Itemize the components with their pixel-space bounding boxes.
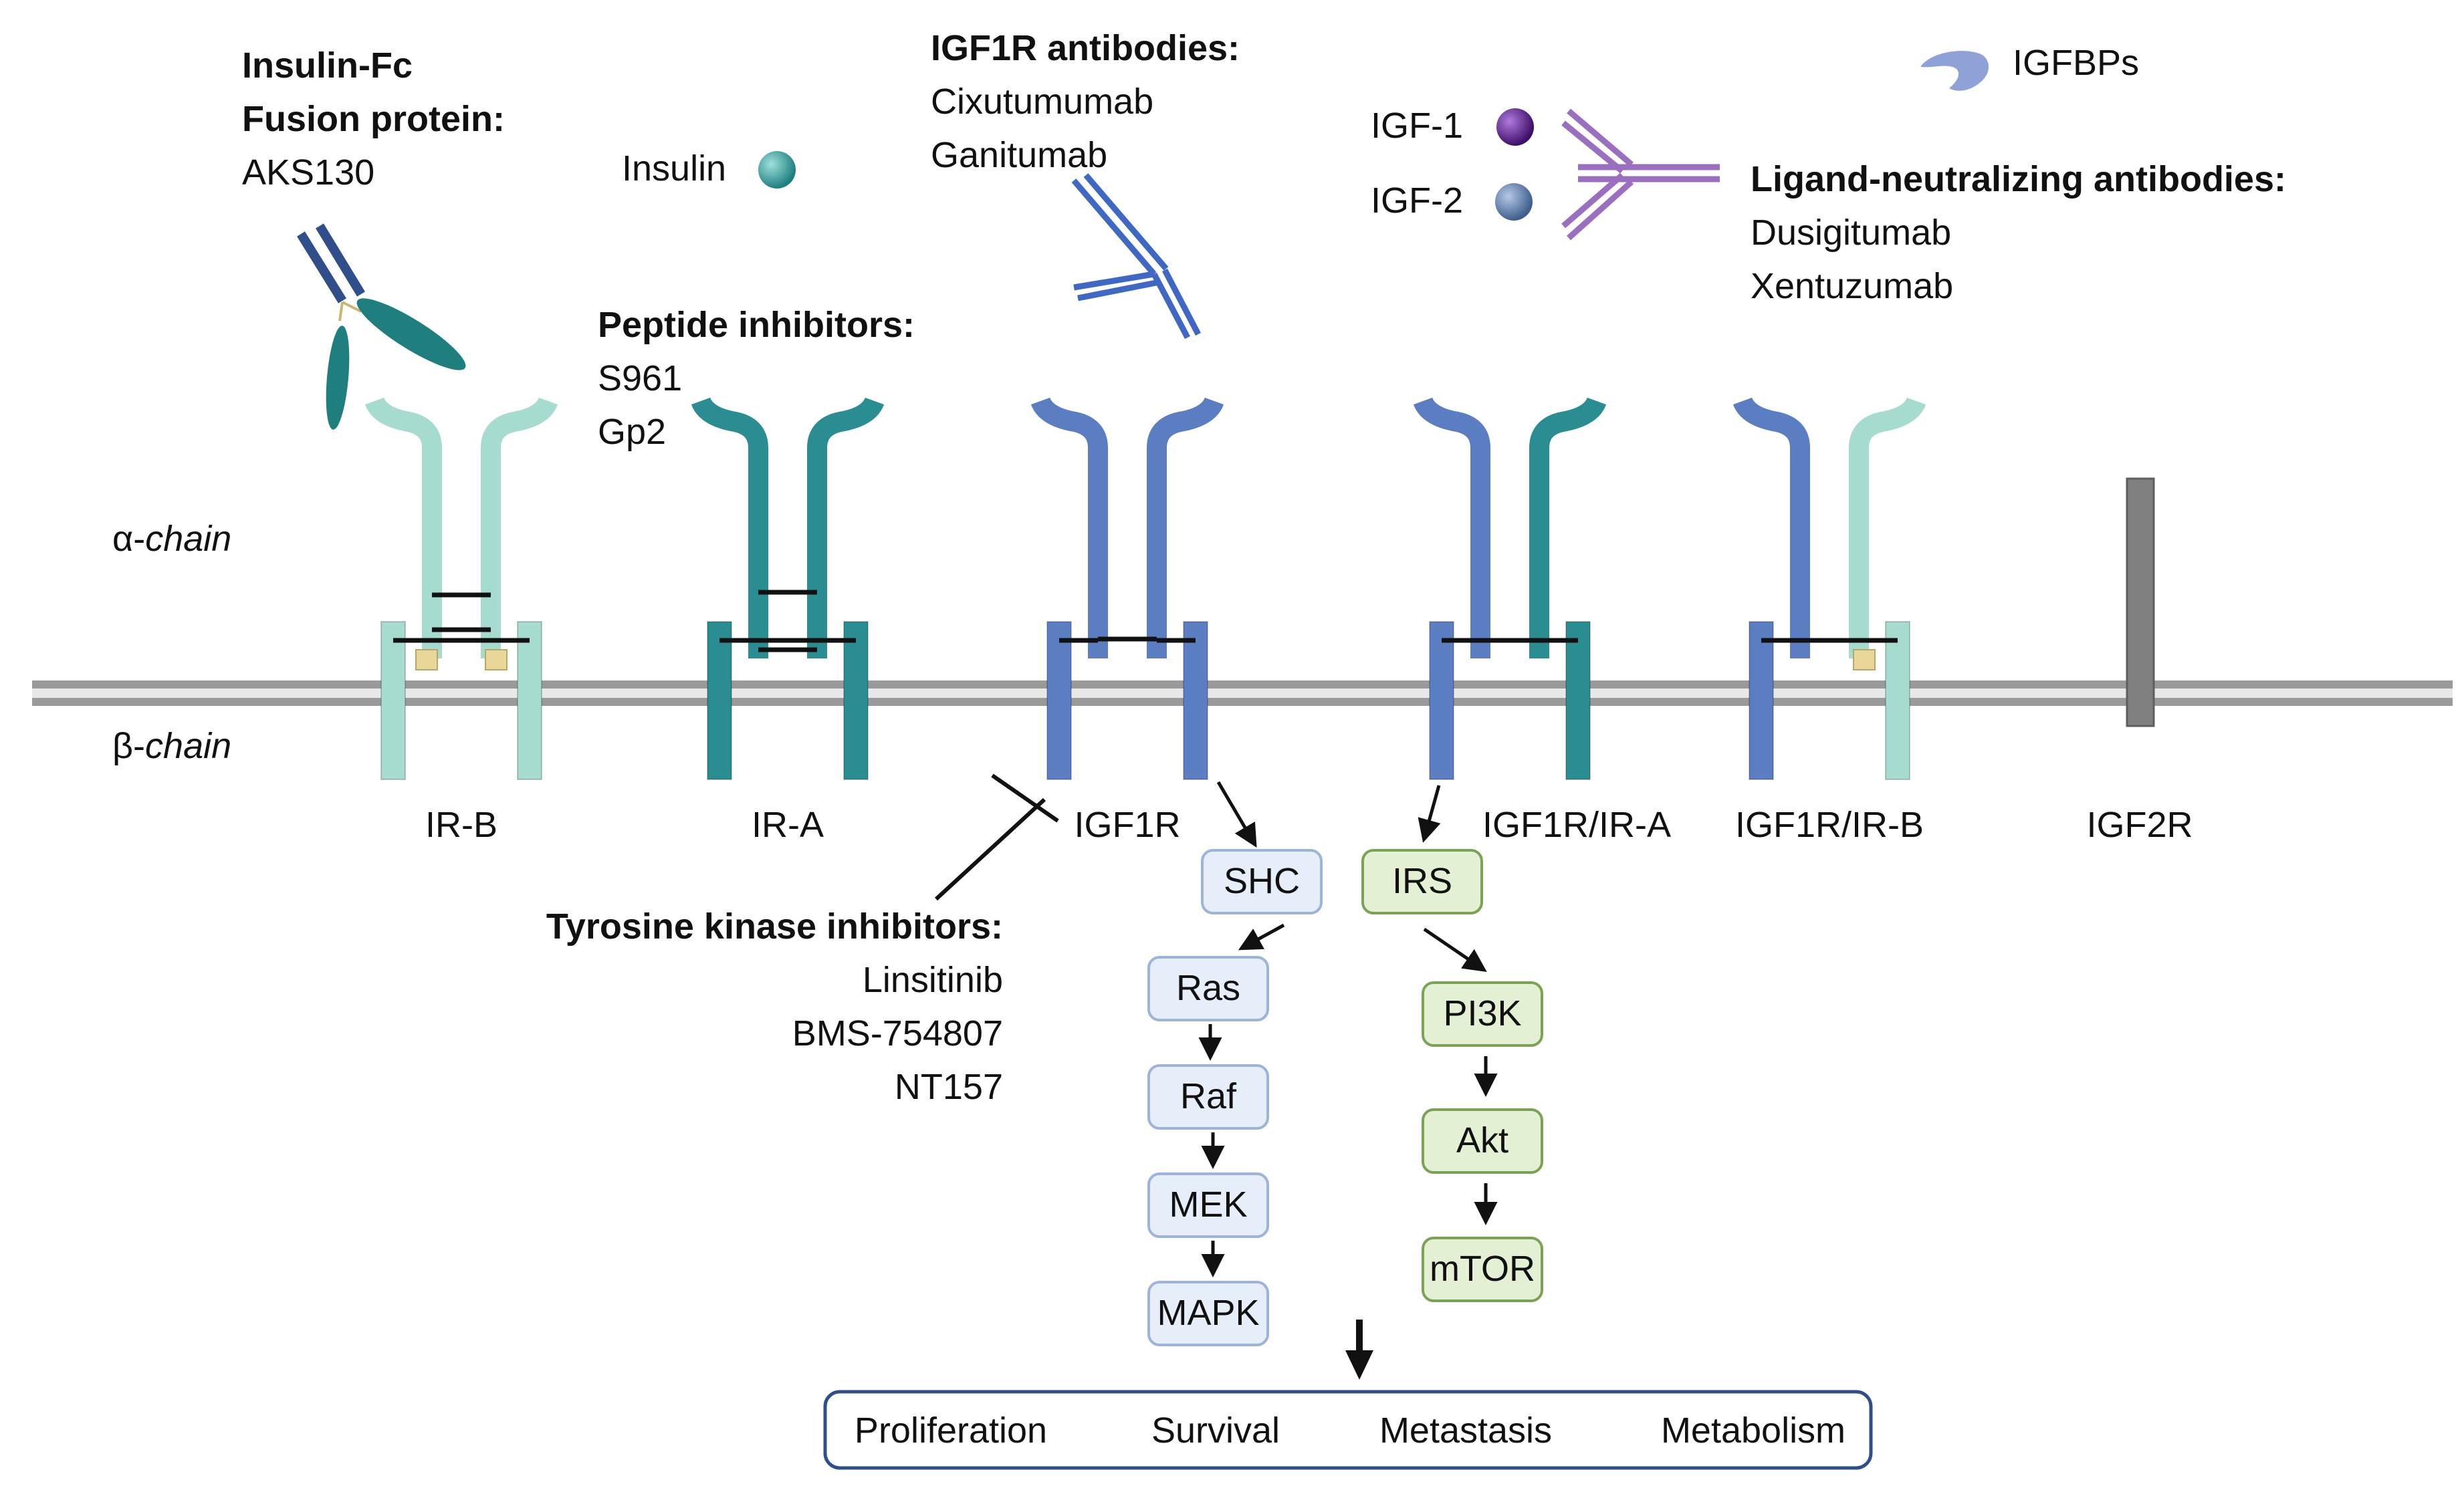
beta-chain — [707, 621, 732, 780]
igf1r-to-shc-arrow-icon — [1216, 781, 1257, 848]
akt-label: Akt — [1456, 1120, 1508, 1160]
igf2-label: IGF-2 — [1371, 180, 1463, 221]
peptide-inhibitor-item: S961 — [598, 358, 682, 398]
igf1-ligand-icon — [1496, 108, 1534, 146]
igfbps-label: IGFBPs — [2013, 43, 2139, 83]
down-arrow-icon — [1345, 1320, 1373, 1380]
irs-box — [1361, 849, 1483, 914]
beta-chain — [1885, 621, 1910, 780]
receptor-label-igf1r: IGF1R — [1074, 805, 1180, 845]
insulin-label: Insulin — [622, 148, 726, 189]
peptide-inhibitor-item: Gp2 — [598, 412, 666, 452]
insulin-fc-title: Insulin-Fc — [242, 45, 413, 86]
ir-a-receptor-icon — [691, 396, 885, 780]
alpha-chain — [364, 396, 442, 658]
igfbp-icon — [1920, 51, 1989, 91]
alpha-chain — [1732, 396, 1810, 658]
beta-chain — [1046, 621, 1072, 780]
tki-item: BMS-754807 — [792, 1013, 1003, 1053]
outcomes-box: Proliferation Survival Metastasis Metabo… — [823, 1390, 1873, 1470]
insulin-fc-drug: AKS130 — [242, 152, 374, 193]
pi3k-label: PI3K — [1443, 993, 1521, 1033]
tki-item: Linsitinib — [863, 960, 1003, 1000]
alpha-chain-label: α-chain — [112, 519, 231, 559]
tki-inhibition-bar-icon — [934, 773, 1059, 901]
receptor-label-igf2r: IGF2R — [2086, 805, 2193, 845]
outcome-metastasis: Metastasis — [1379, 1410, 1552, 1451]
igf2-ligand-icon — [1495, 183, 1533, 221]
exon11-segment — [415, 649, 438, 670]
raf-box — [1147, 1064, 1269, 1130]
receptors-group — [364, 396, 1926, 780]
alpha-chain — [1147, 396, 1224, 658]
mtor-label: mTOR — [1430, 1249, 1535, 1289]
pi3k-box — [1422, 981, 1543, 1047]
igf1r-antibody-icon — [1071, 173, 1201, 340]
alpha-chain — [1529, 396, 1607, 658]
cell-membrane — [32, 680, 2453, 706]
beta-chain — [1183, 621, 1208, 780]
tki-item: NT157 — [895, 1067, 1003, 1107]
exon11-segment — [1853, 649, 1876, 670]
ras-box — [1147, 956, 1269, 1021]
mapk-label: MAPK — [1157, 1293, 1259, 1333]
alpha-chain — [807, 396, 885, 658]
hybrid-to-irs-arrow-icon — [1418, 785, 1441, 843]
igf1r-ir-a-hybrid-receptor-icon — [1413, 396, 1607, 780]
insulin-ligand-icon — [758, 151, 796, 189]
arrow-icon — [1423, 927, 1487, 972]
arrow-icon — [1238, 923, 1285, 951]
receptor-label-igf1r-ir-b: IGF1R/IR-B — [1735, 805, 1924, 845]
raf-label: Raf — [1180, 1076, 1237, 1116]
beta-chain — [380, 621, 406, 780]
ligand-neutralizing-title: Ligand-neutralizing antibodies: — [1751, 159, 2286, 199]
beta-chain — [517, 621, 542, 780]
mapk-box — [1147, 1281, 1269, 1346]
ligand-neutralizing-item: Dusigitumab — [1751, 213, 1951, 253]
beta-chain — [1749, 621, 1774, 780]
beta-chain — [1429, 621, 1454, 780]
igf1r-antibody-item: Ganitumab — [931, 135, 1107, 175]
mtor-box — [1422, 1237, 1543, 1302]
alpha-chain — [691, 396, 768, 658]
akt-box — [1422, 1108, 1543, 1174]
mek-box — [1147, 1172, 1269, 1238]
alpha-chain — [1849, 396, 1926, 658]
ligand-neutralizing-antibody-icon — [1561, 108, 1720, 241]
ras-label: Ras — [1176, 968, 1240, 1008]
mapk-pathway: SHC Ras Raf MEK MAPK — [1147, 849, 1323, 1346]
igf1r-receptor-icon — [1030, 396, 1224, 780]
mek-label: MEK — [1169, 1185, 1247, 1225]
beta-chain — [843, 621, 869, 780]
shc-box — [1201, 849, 1323, 914]
shc-label: SHC — [1224, 861, 1300, 901]
outcome-metabolism: Metabolism — [1661, 1410, 1845, 1451]
receptor-label-igf1r-ir-a: IGF1R/IR-A — [1482, 805, 1671, 845]
igf1r-antibody-item: Cixutumumab — [931, 82, 1153, 122]
outcome-survival: Survival — [1151, 1410, 1280, 1451]
alpha-chain — [1030, 396, 1108, 658]
beta-chain-label: β-chain — [112, 726, 231, 766]
irs-label: IRS — [1392, 861, 1452, 901]
ir-b-receptor-icon — [364, 396, 558, 780]
receptor-label-ir-a: IR-A — [752, 805, 824, 845]
insulin-fc-subtitle: Fusion protein: — [242, 99, 505, 139]
ligand-neutralizing-item: Xentuzumab — [1751, 266, 1953, 306]
exon11-segment — [485, 649, 508, 670]
igf2r-receptor-icon — [2126, 477, 2155, 727]
igf1r-ir-b-hybrid-receptor-icon — [1732, 396, 1926, 780]
igf1-label: IGF-1 — [1371, 106, 1463, 146]
beta-chain — [1565, 621, 1591, 780]
alpha-chain — [1413, 396, 1490, 658]
outcome-proliferation: Proliferation — [855, 1410, 1047, 1451]
pi3k-pathway: IRS PI3K Akt mTOR — [1361, 849, 1543, 1302]
alpha-chain — [481, 396, 558, 658]
insulin-fc-fusion-icon — [297, 223, 466, 430]
peptide-inhibitors-title: Peptide inhibitors: — [598, 305, 915, 345]
receptor-labels: IR-B IR-A IGF1R IGF1R/IR-A IGF1R/IR-B IG… — [425, 805, 2193, 845]
receptor-label-ir-b: IR-B — [425, 805, 497, 845]
tki-title: Tyrosine kinase inhibitors: — [546, 906, 1003, 947]
igf1r-antibodies-title: IGF1R antibodies: — [931, 28, 1240, 68]
